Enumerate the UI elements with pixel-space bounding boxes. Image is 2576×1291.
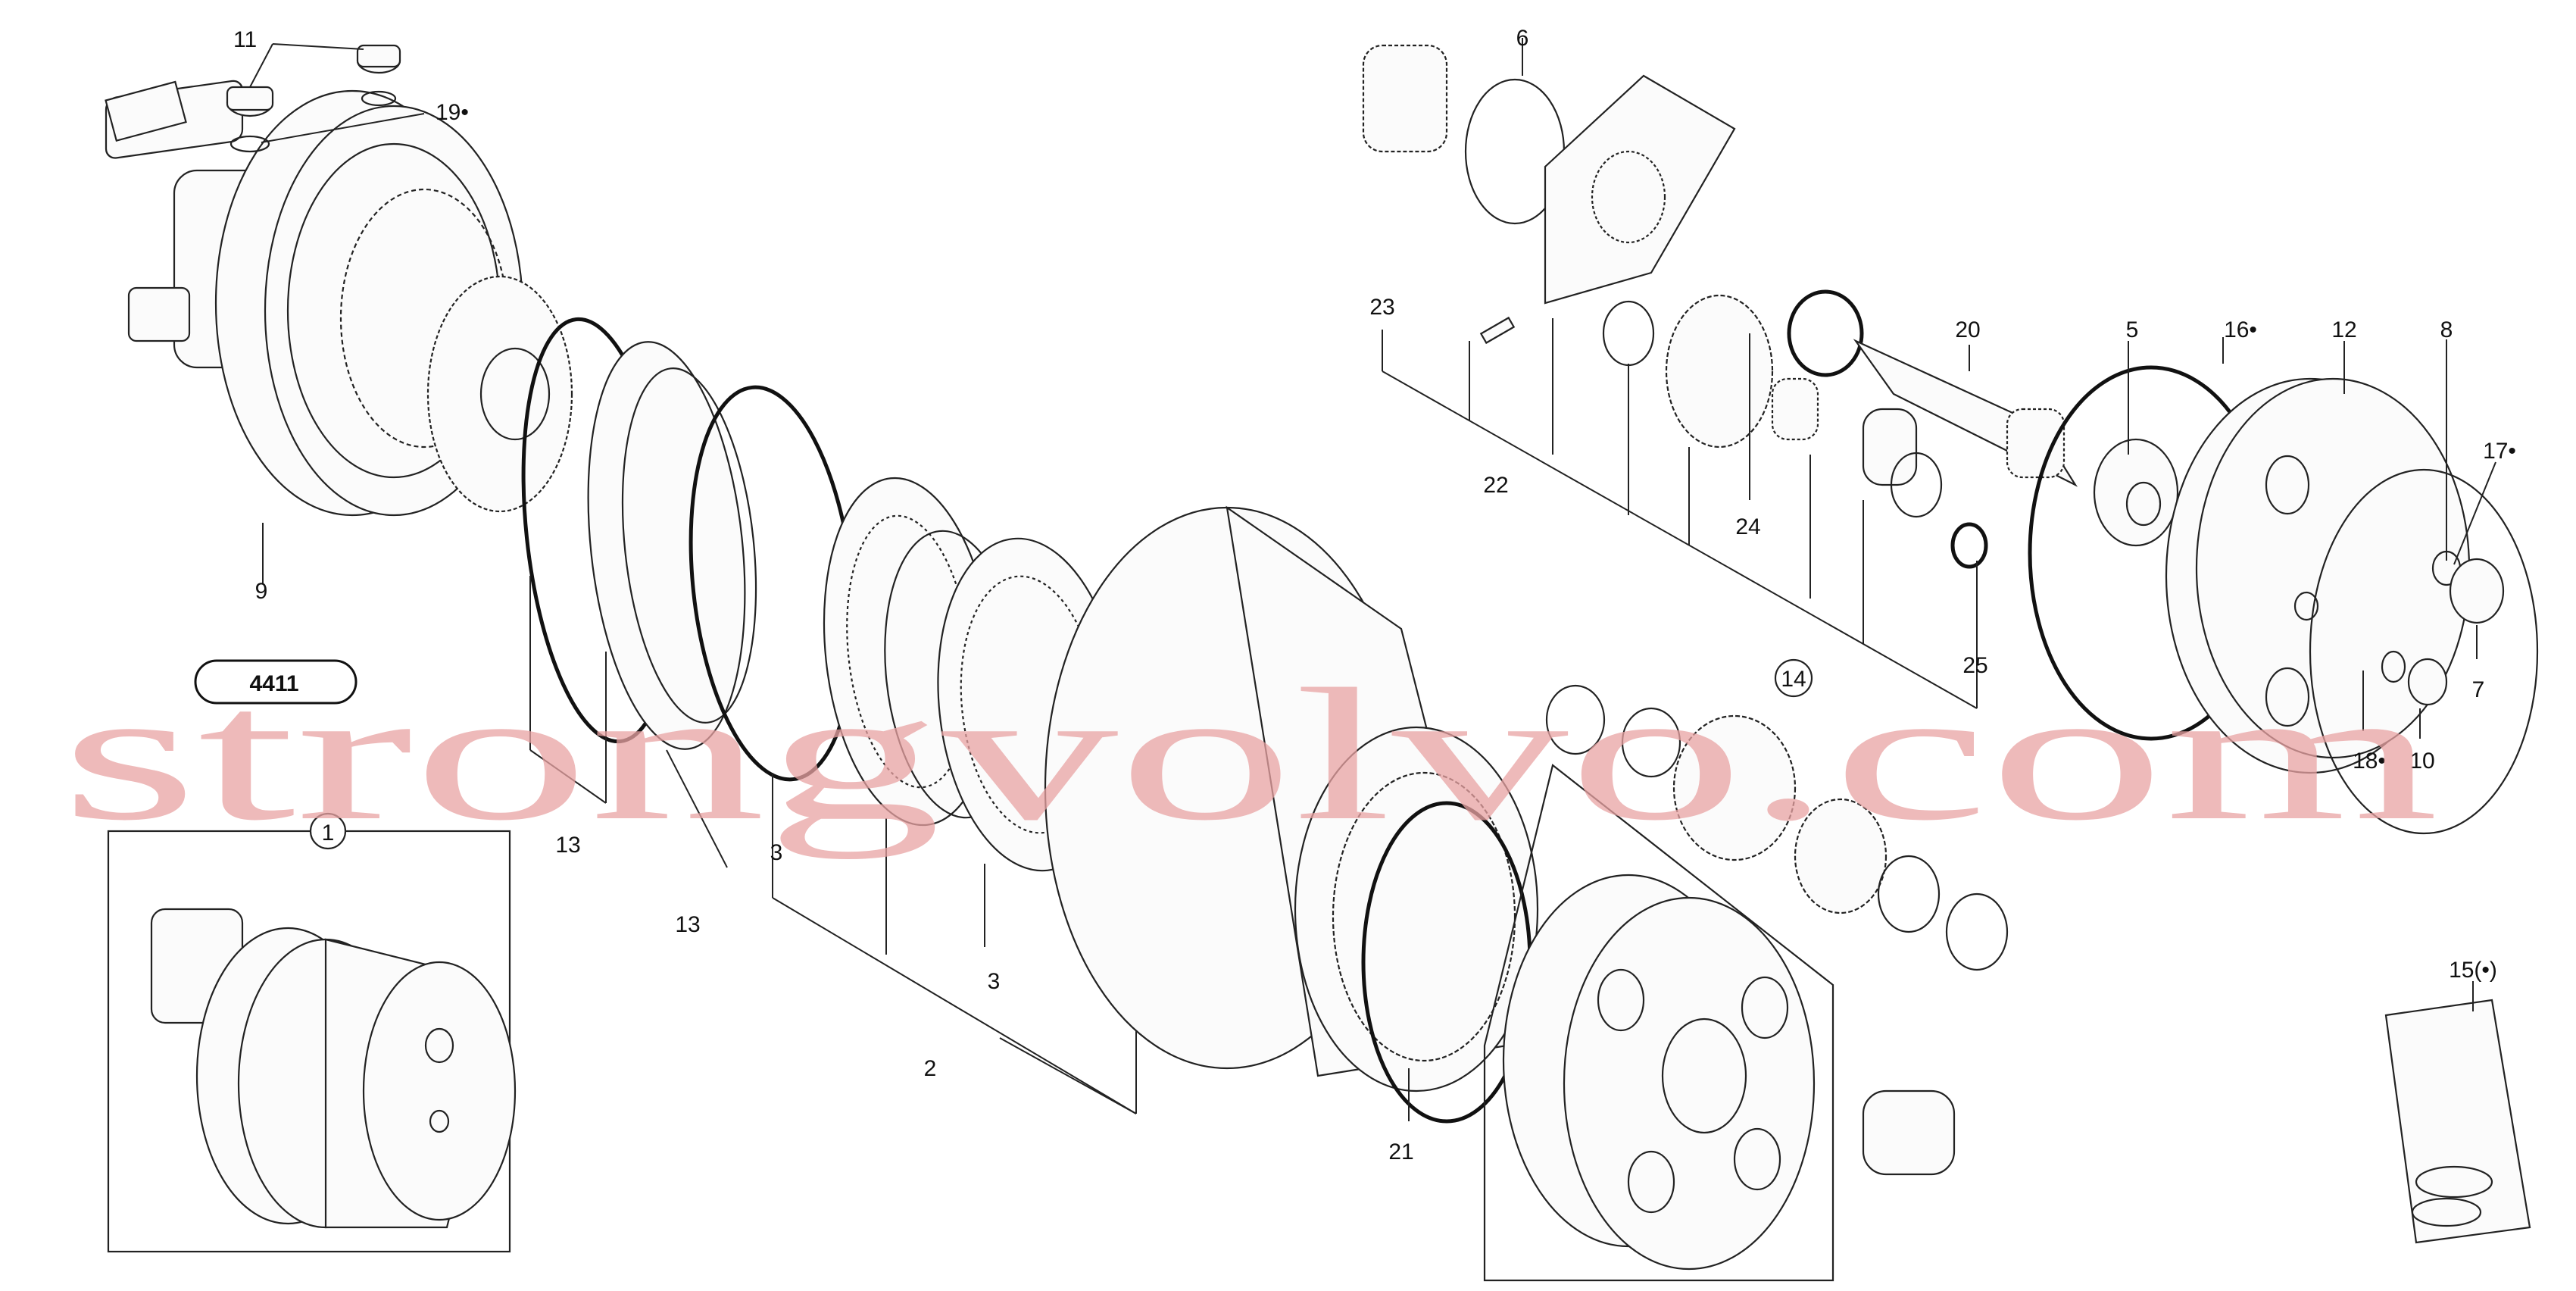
callout-15: 15(•) — [2449, 958, 2497, 983]
drain-plug-parts[interactable] — [226, 44, 401, 153]
callout-22: 22 — [1483, 473, 1508, 498]
assembly-inset — [107, 812, 517, 1253]
callout-2: 2 — [924, 1056, 937, 1081]
hub-housing[interactable] — [1044, 505, 1539, 1093]
seal-kit-bag[interactable] — [2384, 999, 2531, 1244]
planet-carrier-group[interactable] — [1483, 684, 2009, 1282]
callout-21: 21 — [1388, 1139, 1413, 1164]
callout-13b: 13 — [675, 912, 700, 937]
motor-housing[interactable] — [105, 80, 573, 517]
callout-14-circle — [1774, 658, 1813, 698]
callout-24: 24 — [1735, 514, 1760, 539]
callout-18: 18• — [2353, 749, 2386, 774]
callout-5: 5 — [2126, 317, 2139, 342]
callout-25: 25 — [1962, 653, 1987, 678]
inset-number: 1 — [322, 821, 335, 846]
callout-23: 23 — [1369, 295, 1394, 320]
callout-16: 16• — [2224, 317, 2257, 342]
callout-11: 11 — [233, 27, 257, 52]
leader-lines — [249, 38, 2496, 1121]
end-cover-group[interactable] — [2028, 365, 2539, 835]
callout-6: 6 — [1516, 26, 1529, 51]
callout-12: 12 — [2331, 317, 2356, 342]
watermark: strongvolvo.com — [61, 650, 2439, 860]
callout-3b: 3 — [988, 969, 1001, 994]
identification-plate — [105, 80, 187, 142]
seal-rings[interactable] — [504, 312, 872, 788]
callout-13a: 13 — [555, 833, 580, 858]
callout-7: 7 — [2472, 677, 2485, 702]
group-code: 4411 — [249, 671, 298, 696]
callout-10: 10 — [2409, 749, 2434, 774]
group-code-badge — [194, 659, 358, 705]
callout-labels: 11 19• 9 1 13 13 3 3 2 21 6 23 22 24 20 … — [233, 26, 2516, 1164]
callout-17: 17• — [2483, 439, 2516, 464]
upper-gear-train[interactable] — [1362, 44, 2078, 569]
callout-9: 9 — [255, 579, 268, 604]
callout-14: 14 — [1781, 667, 1806, 692]
callout-19: 19• — [436, 100, 469, 125]
callout-20: 20 — [1955, 317, 1980, 342]
callout-8: 8 — [2440, 317, 2453, 342]
callout-3a: 3 — [770, 840, 783, 865]
